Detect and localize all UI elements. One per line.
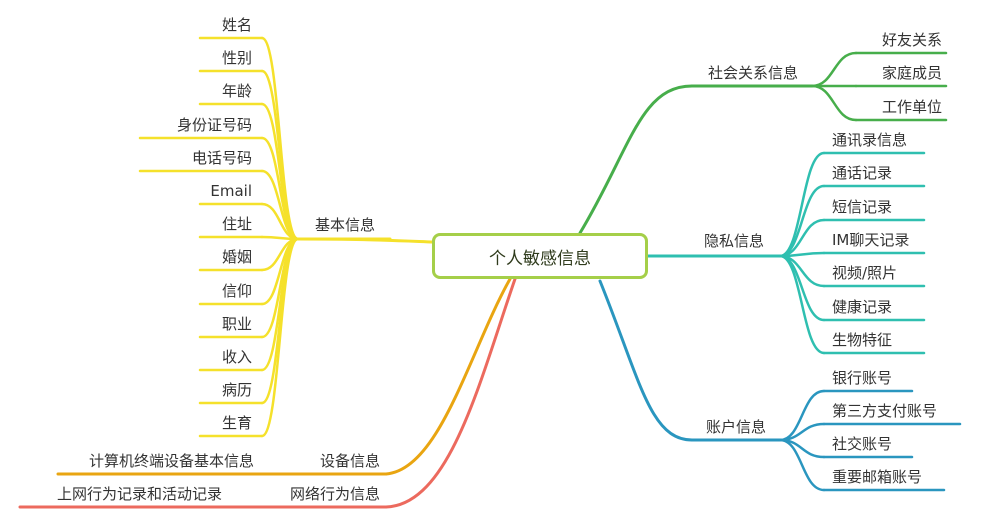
leaf-basic-11[interactable]: 病历	[221, 381, 252, 399]
leaf-privacy-1[interactable]: 通话记录	[832, 164, 893, 182]
leaf-basic-4[interactable]: 电话号码	[191, 149, 252, 167]
leaf-privacy-3[interactable]: IM聊天记录	[832, 231, 910, 249]
branch-label-account[interactable]: 账户信息	[705, 418, 766, 436]
leaf-connector-social	[810, 51, 858, 88]
leaf-basic-5[interactable]: Email	[210, 182, 252, 200]
leaf-connector-privacy	[778, 254, 826, 322]
leaf-privacy-4[interactable]: 视频/照片	[832, 264, 898, 282]
branch-connector-device	[384, 277, 512, 476]
branch-connector-network	[384, 277, 517, 509]
leaf-basic-0[interactable]: 姓名	[221, 16, 252, 34]
leaf-basic-10[interactable]: 收入	[221, 348, 252, 366]
leaf-privacy-0[interactable]: 通讯录信息	[832, 131, 908, 149]
leaf-basic-12[interactable]: 生育	[221, 414, 252, 432]
leaf-social-0[interactable]: 好友关系	[881, 31, 942, 49]
root-label: 个人敏感信息	[489, 248, 591, 269]
leaf-connector-privacy	[778, 151, 826, 258]
branch-label-basic[interactable]: 基本信息	[314, 216, 375, 234]
leaf-social-2[interactable]: 工作单位	[881, 98, 942, 116]
branch-label-network[interactable]: 网络行为信息	[289, 485, 380, 503]
branch-label-device[interactable]: 设备信息	[319, 452, 380, 470]
leaf-basic-3[interactable]: 身份证号码	[176, 116, 252, 134]
leaf-privacy-2[interactable]: 短信记录	[832, 198, 893, 216]
leaf-connector-privacy	[778, 254, 826, 355]
branch-connector-social	[578, 84, 694, 235]
leaf-privacy-6[interactable]: 生物特征	[832, 331, 893, 349]
leaf-connector-account	[778, 438, 826, 492]
leaf-account-3[interactable]: 重要邮箱账号	[832, 468, 923, 486]
leaf-basic-8[interactable]: 信仰	[221, 282, 252, 300]
branch-label-social[interactable]: 社会关系信息	[707, 64, 798, 82]
leaf-connector-basic	[260, 102, 300, 241]
leaf-connector-basic	[260, 237, 300, 405]
branch-connector-account	[598, 279, 694, 442]
leaf-account-2[interactable]: 社交账号	[832, 435, 893, 453]
leaf-connector-social	[810, 84, 858, 122]
leaf-connector-basic	[260, 69, 300, 241]
leaf-network-0[interactable]: 上网行为记录和活动记录	[56, 485, 222, 503]
leaf-basic-2[interactable]: 年龄	[221, 82, 252, 100]
leaf-account-0[interactable]: 银行账号	[832, 369, 893, 387]
leaf-basic-7[interactable]: 婚姻	[221, 248, 252, 266]
leaf-connector-basic	[260, 237, 300, 438]
root-node[interactable]: 个人敏感信息	[432, 233, 648, 279]
leaf-privacy-5[interactable]: 健康记录	[832, 298, 893, 316]
leaf-basic-1[interactable]: 性别	[221, 49, 252, 67]
leaf-social-1[interactable]: 家庭成员	[881, 64, 942, 82]
leaf-basic-6[interactable]: 住址	[221, 215, 252, 233]
leaf-account-1[interactable]: 第三方支付账号	[832, 402, 938, 420]
leaf-basic-9[interactable]: 职业	[221, 315, 252, 333]
branch-label-privacy[interactable]: 隐私信息	[703, 232, 764, 250]
leaf-device-0[interactable]: 计算机终端设备基本信息	[88, 452, 254, 470]
